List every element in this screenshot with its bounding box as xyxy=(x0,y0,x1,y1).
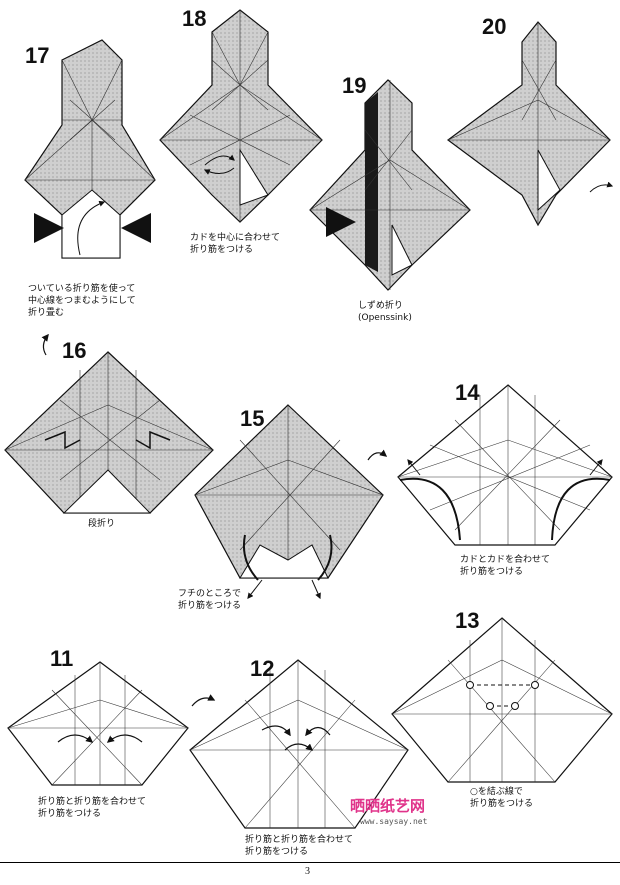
step14-diagram xyxy=(398,385,612,545)
step13-diagram xyxy=(392,618,612,782)
step-number-17: 17 xyxy=(25,45,49,67)
step20-diagram xyxy=(448,22,612,225)
step-number-13: 13 xyxy=(455,610,479,632)
step12-caption: 折り筋と折り筋を合わせて 折り筋をつける xyxy=(245,834,353,858)
watermark-brand: 晒晒纸艺网 xyxy=(350,795,425,816)
step-number-16: 16 xyxy=(62,340,86,362)
step-number-11: 11 xyxy=(50,648,73,670)
watermark-url: www.saysay.net xyxy=(360,817,427,826)
step18-diagram xyxy=(160,10,322,222)
step11-caption: 折り筋と折り筋を合わせて 折り筋をつける xyxy=(38,796,146,820)
footer-rule xyxy=(0,862,620,863)
step18-caption: カドを中心に合わせて 折り筋をつける xyxy=(190,232,280,256)
page-number: 3 xyxy=(305,866,310,877)
step13-caption: ○を結ぶ線で 折り筋をつける xyxy=(470,786,533,810)
step15-caption: フチのところで 折り筋をつける xyxy=(178,588,241,612)
step-number-14: 14 xyxy=(455,382,479,404)
step15-diagram xyxy=(195,405,383,598)
step19-diagram xyxy=(310,80,470,290)
step-number-15: 15 xyxy=(240,408,264,430)
step14-caption: カドとカドを合わせて 折り筋をつける xyxy=(460,554,550,578)
step17-diagram xyxy=(25,40,155,258)
step17-caption: ついている折り筋を使って 中心線をつまむようにして 折り畳む xyxy=(28,283,136,319)
step11-diagram xyxy=(8,662,188,785)
step-number-19: 19 xyxy=(342,75,366,97)
step16-diagram xyxy=(5,352,213,513)
step-number-18: 18 xyxy=(182,8,206,30)
step-number-20: 20 xyxy=(482,16,506,38)
step16-caption: 段折り xyxy=(88,518,115,530)
step-number-12: 12 xyxy=(250,658,274,680)
step19-caption: しずめ折り (Openssink) xyxy=(358,300,412,324)
